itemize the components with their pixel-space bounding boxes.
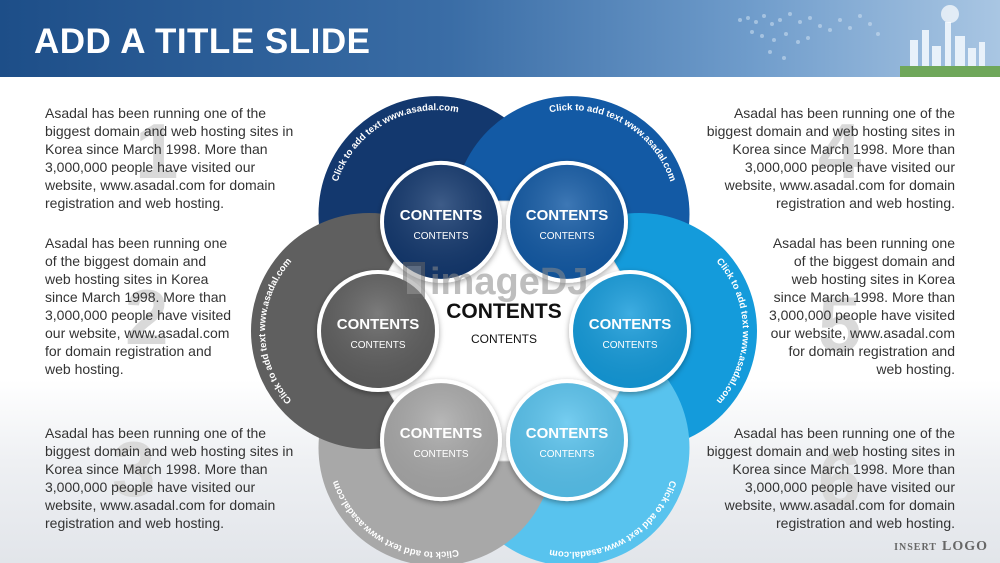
number-1: 1 [135, 107, 179, 195]
content-circle-bottom-left[interactable]: CONTENTS CONTENTS [380, 379, 502, 502]
imagedj-watermark: imageDJ [403, 261, 588, 303]
content-subtitle: CONTENTS [351, 340, 406, 351]
text-block-top-right[interactable]: Asadal has been running one of the bigge… [706, 105, 955, 211]
content-title: CONTENTS [400, 425, 483, 442]
content-subtitle: CONTENTS [414, 231, 469, 242]
number-2: 2 [125, 273, 169, 361]
content-subtitle: CONTENTS [414, 449, 469, 460]
content-circle-top-right[interactable]: CONTENTS CONTENTS [506, 160, 628, 283]
text-block-bottom-left[interactable]: Asadal has been running one of the bigge… [45, 425, 294, 531]
text-block-bottom-right[interactable]: Asadal has been running one of the bigge… [706, 425, 955, 531]
logo-label: LOGO [941, 539, 988, 554]
insert-label: INSERT [894, 542, 937, 553]
number-6: 6 [818, 435, 862, 523]
content-circle-gloss [384, 383, 498, 498]
content-circle-left[interactable]: CONTENTS CONTENTS [317, 270, 439, 392]
text-block-top-left[interactable]: Asadal has been running one of the bigge… [45, 105, 294, 211]
content-circle-top-left[interactable]: CONTENTS CONTENTS [380, 160, 502, 283]
content-title: CONTENTS [337, 316, 420, 333]
number-3: 3 [112, 425, 156, 513]
content-circle-gloss [510, 383, 624, 498]
content-circle-gloss [384, 164, 498, 279]
content-subtitle: CONTENTS [540, 231, 595, 242]
text-block-mid-right[interactable]: Asadal has been running one of the bigge… [768, 235, 955, 377]
watermark-text: imageDJ [430, 261, 588, 303]
number-5: 5 [818, 280, 862, 368]
content-circle-gloss [321, 274, 435, 388]
text-block-mid-left[interactable]: Asadal has been running one of the bigge… [45, 235, 232, 377]
content-circle-gloss [573, 274, 687, 388]
content-circle-right[interactable]: CONTENTS CONTENTS [569, 270, 691, 392]
number-4: 4 [818, 107, 862, 195]
content-title: CONTENTS [526, 207, 609, 224]
insert-logo[interactable]: INSERT LOGO [894, 537, 988, 555]
content-subtitle: CONTENTS [603, 340, 658, 351]
content-title: CONTENTS [526, 425, 609, 442]
center-title[interactable]: CONTENTS [446, 300, 562, 323]
content-title: CONTENTS [589, 316, 672, 333]
content-circle-bottom-right[interactable]: CONTENTS CONTENTS [506, 379, 628, 502]
slide-title[interactable]: ADD A TITLE SLIDE [34, 22, 371, 61]
content-title: CONTENTS [400, 207, 483, 224]
center-subtitle[interactable]: CONTENTS [471, 332, 537, 346]
world-map-graphic [738, 5, 1000, 77]
content-subtitle: CONTENTS [540, 449, 595, 460]
header-banner: ADD A TITLE SLIDE [0, 0, 1000, 77]
content-circle-gloss [510, 164, 624, 279]
